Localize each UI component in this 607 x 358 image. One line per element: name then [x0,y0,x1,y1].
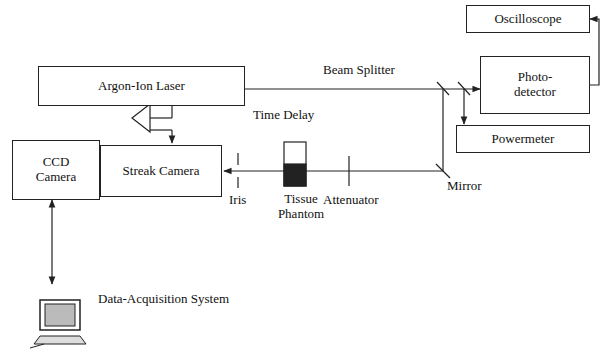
part-label: Iris [228,193,247,208]
camera-box: CCD Camera [12,140,100,200]
node-text: CCD Camera [26,155,86,185]
computer-node: Data-Acquisition System [30,284,235,354]
node-text: Powermeter [492,132,555,147]
part-label: Beam Splitter [322,63,396,78]
node-text: Data-Acquisition System [98,292,229,307]
instrument-box: Powermeter [456,125,590,153]
camera-box: Streak Camera [100,145,222,197]
part-label: Mirror [446,179,483,194]
computer-icon [30,298,90,350]
detector-box: Photo- detector [480,56,590,114]
connector [245,88,480,89]
node-text: Oscilloscope [494,12,561,27]
part-label: Attenuator [322,193,380,208]
laser-box: Argon-Ion Laser [38,66,245,106]
connector [590,19,599,85]
instrument-box: Oscilloscope [466,5,590,33]
part-label: Time Delay [252,108,315,123]
connector [51,200,52,284]
node-text: Photo- detector [500,70,570,100]
node-text: Argon-Ion Laser [98,79,185,94]
node-text: Streak Camera [123,164,200,179]
